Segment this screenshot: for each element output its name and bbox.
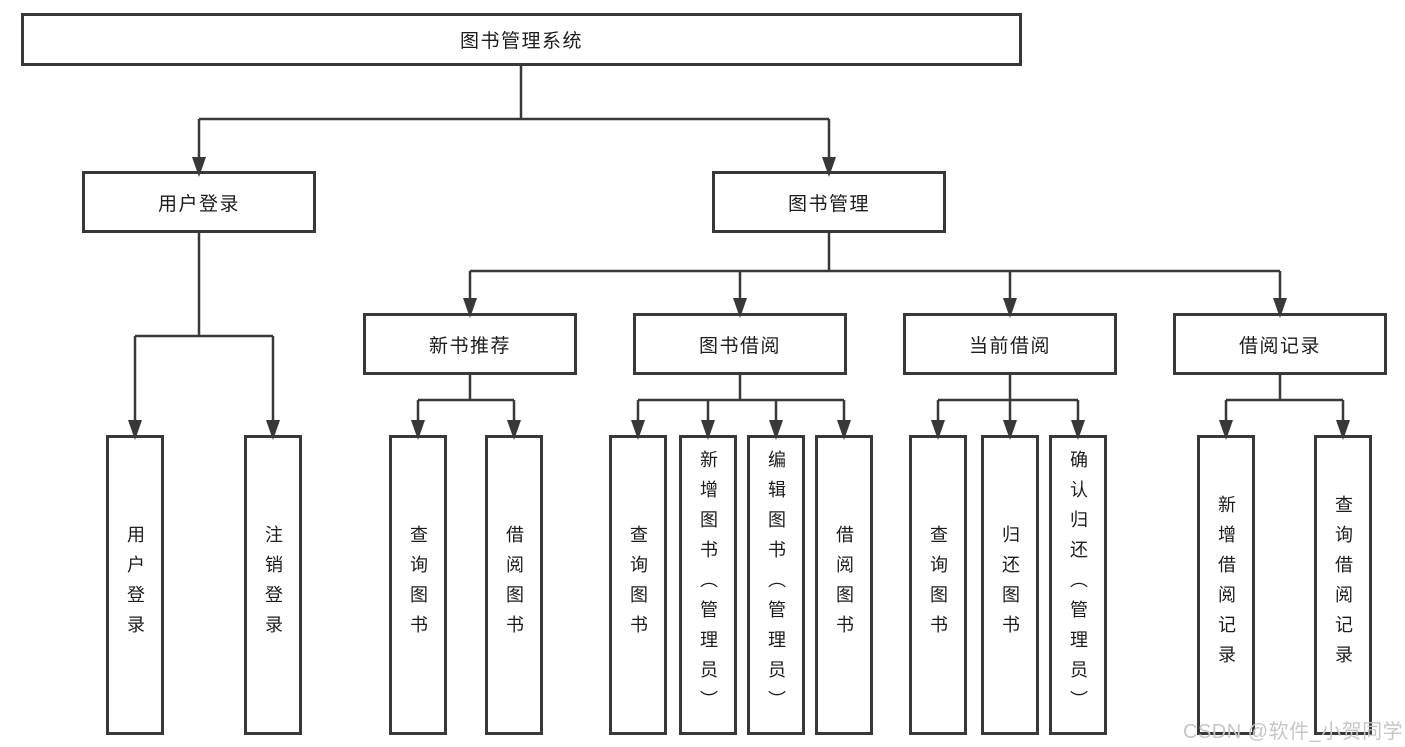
node-label: 图书管理系统 — [459, 31, 583, 52]
leaf-recommend-query-books: 查询图书 — [389, 435, 447, 735]
node-label: 图书管理 — [787, 193, 870, 215]
leaf-borrow-query-books: 查询图书 — [609, 435, 667, 735]
node-label: 当前借阅 — [968, 335, 1051, 357]
node-label: 借阅图书 — [504, 525, 524, 645]
leaf-query-borrow-record: 查询借阅记录 — [1314, 435, 1372, 735]
node-new-book-recommend: 新书推荐 — [363, 313, 577, 375]
node-label: 编辑图书（管理员） — [766, 450, 786, 720]
leaf-logout: 注销登录 — [244, 435, 302, 735]
leaf-add-books-admin: 新增图书（管理员） — [679, 435, 737, 735]
node-label: 用户登录 — [125, 525, 145, 645]
node-label: 图书借阅 — [698, 335, 781, 357]
leaf-return-books: 归还图书 — [981, 435, 1039, 735]
node-label: 用户登录 — [157, 193, 240, 215]
node-root: 图书管理系统 — [21, 13, 1022, 66]
node-label: 注销登录 — [263, 525, 283, 645]
leaf-borrow-books: 借阅图书 — [815, 435, 873, 735]
node-label: 查询图书 — [628, 525, 648, 645]
node-label: 新增借阅记录 — [1216, 495, 1236, 675]
node-label: 归还图书 — [1000, 525, 1020, 645]
node-current-borrow: 当前借阅 — [903, 313, 1117, 375]
node-label: 查询图书 — [928, 525, 948, 645]
node-label: 借阅图书 — [834, 525, 854, 645]
leaf-confirm-return-admin: 确认归还（管理员） — [1049, 435, 1107, 735]
node-book-borrow: 图书借阅 — [633, 313, 847, 375]
node-label: 查询借阅记录 — [1333, 495, 1353, 675]
leaf-current-query-books: 查询图书 — [909, 435, 967, 735]
leaf-recommend-borrow-books: 借阅图书 — [485, 435, 543, 735]
csdn-watermark: CSDN @软件_小贺同学 — [1183, 721, 1404, 743]
node-label: 新书推荐 — [428, 335, 511, 357]
node-user-login: 用户登录 — [82, 171, 316, 233]
node-borrow-records: 借阅记录 — [1173, 313, 1387, 375]
node-label: 查询图书 — [408, 525, 428, 645]
leaf-edit-books-admin: 编辑图书（管理员） — [747, 435, 805, 735]
node-book-management: 图书管理 — [712, 171, 946, 233]
node-label: 确认归还（管理员） — [1068, 450, 1088, 720]
leaf-user-login: 用户登录 — [106, 435, 164, 735]
leaf-add-borrow-record: 新增借阅记录 — [1197, 435, 1255, 735]
node-label: 新增图书（管理员） — [698, 450, 718, 720]
node-label: 借阅记录 — [1238, 335, 1321, 357]
